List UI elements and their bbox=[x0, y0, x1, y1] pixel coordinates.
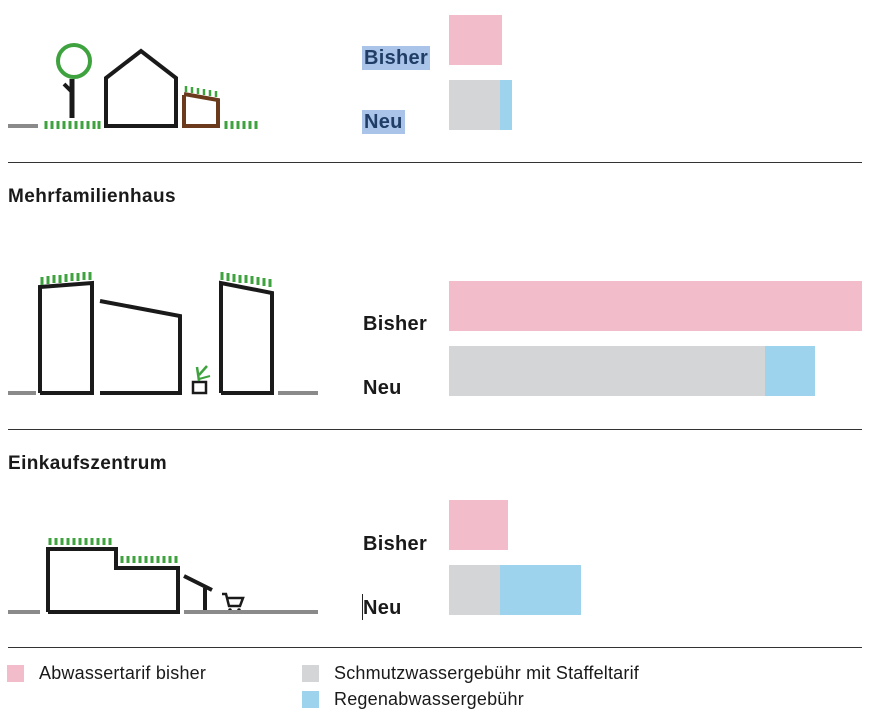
section-house: Bisher Neu bbox=[0, 0, 874, 163]
shopping-center-icon bbox=[8, 538, 318, 614]
bar-neu-series-1 bbox=[449, 80, 500, 130]
label-bisher: Bisher bbox=[362, 46, 431, 70]
bar-bisher-series-0 bbox=[449, 500, 508, 550]
section-apartment: Mehrfamilienhaus Bisher Neu bbox=[0, 163, 874, 429]
house-tree-icon bbox=[8, 43, 258, 129]
bar-neu-series-1 bbox=[449, 565, 500, 615]
label-neu: Neu bbox=[362, 110, 405, 134]
bar-bisher-series-0 bbox=[449, 15, 502, 65]
section-mall: Einkaufszentrum Bisher Neu bbox=[0, 430, 874, 647]
legend-item-schmutz: Schmutzwassergebühr mit Staffeltarif bbox=[302, 663, 639, 684]
legend-swatch bbox=[302, 665, 319, 682]
legend-swatch bbox=[7, 665, 24, 682]
apartment-buildings-icon bbox=[8, 272, 318, 395]
divider bbox=[8, 429, 862, 430]
label-neu: Neu bbox=[363, 377, 402, 399]
legend-item-bisher: Abwassertarif bisher bbox=[7, 663, 206, 684]
legend-swatch bbox=[302, 691, 319, 708]
bar-neu-series-2 bbox=[500, 565, 581, 615]
label-bisher: Bisher bbox=[363, 313, 428, 335]
divider bbox=[8, 647, 862, 648]
legend-label: Regenabwassergebühr bbox=[334, 689, 524, 709]
section-title: Mehrfamilienhaus bbox=[8, 186, 176, 207]
divider bbox=[8, 162, 862, 163]
bar-neu-series-2 bbox=[500, 80, 512, 130]
bar-bisher-series-0 bbox=[449, 281, 862, 331]
label-bisher: Bisher bbox=[363, 533, 428, 555]
bar-neu-series-1 bbox=[449, 346, 765, 396]
legend-label: Abwassertarif bisher bbox=[39, 663, 207, 683]
text-cursor bbox=[362, 594, 363, 620]
section-title: Einkaufszentrum bbox=[8, 453, 168, 474]
legend-item-regen: Regenabwassergebühr bbox=[302, 689, 524, 710]
bar-neu-series-2 bbox=[765, 346, 815, 396]
legend-label: Schmutzwassergebühr mit Staffeltarif bbox=[334, 663, 639, 683]
label-neu: Neu bbox=[363, 597, 402, 619]
